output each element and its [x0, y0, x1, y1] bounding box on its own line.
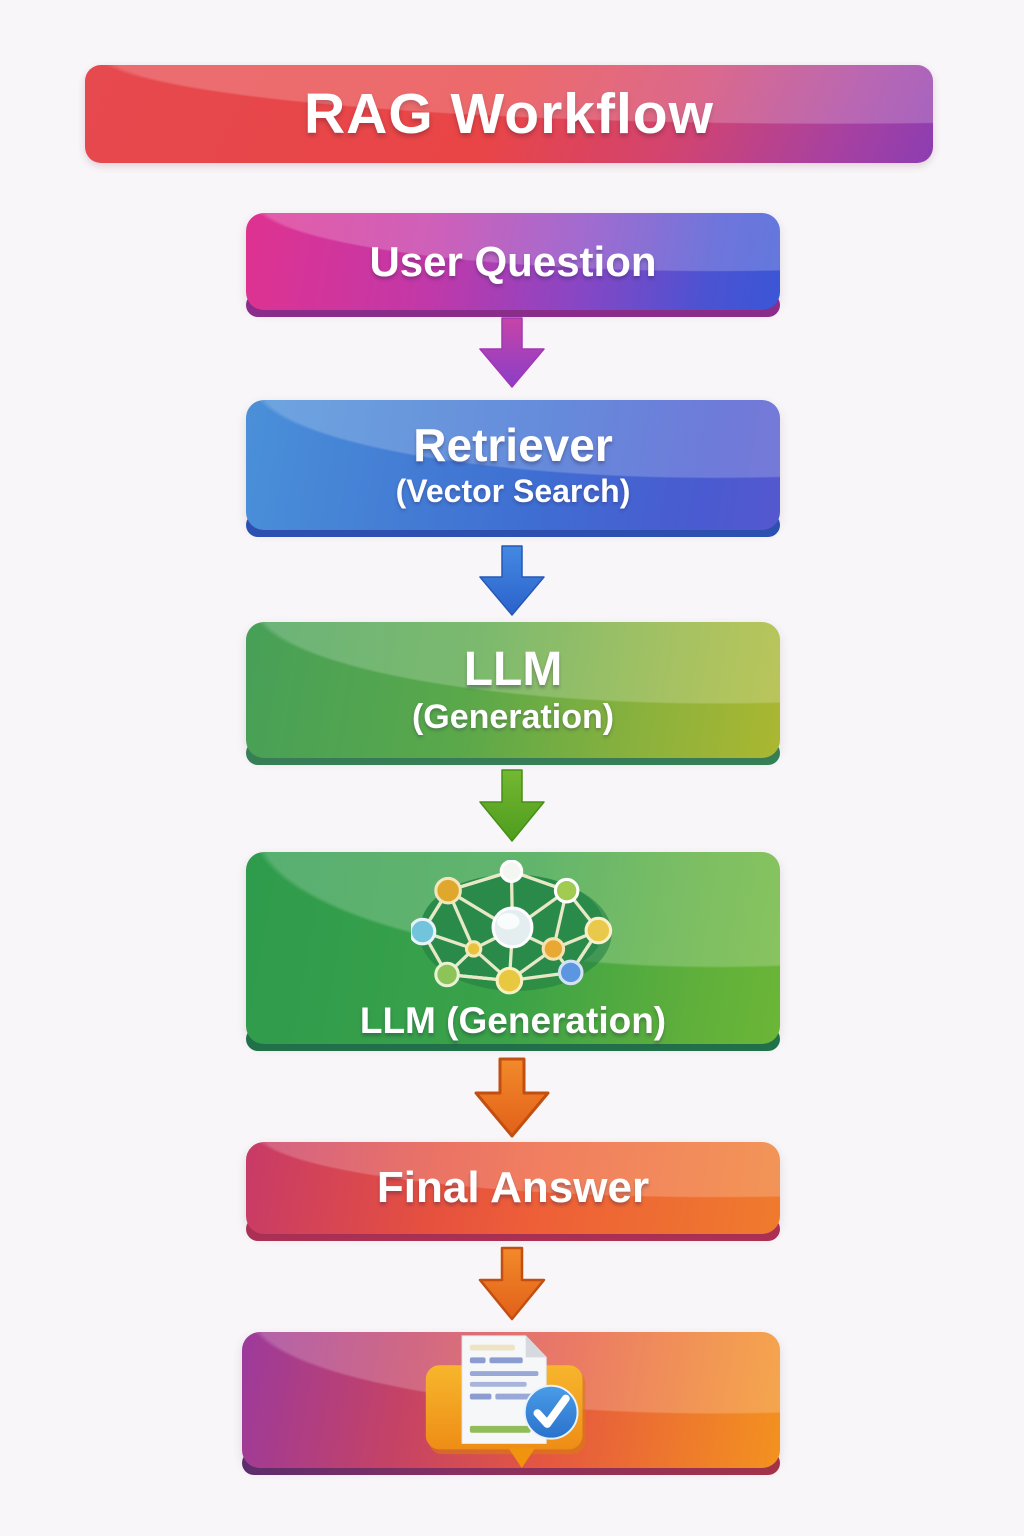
down-arrow-icon: [479, 769, 545, 842]
step-result: [242, 1332, 780, 1475]
step-label: Retriever: [413, 418, 613, 471]
down-arrow-icon: [479, 545, 545, 616]
step-user-question: User Question: [246, 213, 780, 317]
down-arrow-icon: [478, 1246, 546, 1321]
step-llm-generation: LLM (Generation): [246, 852, 780, 1051]
step-retriever: Retriever (Vector Search): [246, 400, 780, 537]
title-banner: RAG Workflow: [85, 65, 933, 163]
document-check-icon: [425, 1335, 586, 1468]
step-label: Final Answer: [376, 1163, 650, 1213]
down-arrow-icon: [474, 1057, 550, 1138]
diagram-title: RAG Workflow: [304, 82, 714, 146]
step-label: User Question: [369, 237, 657, 285]
step-sublabel: (Vector Search): [395, 473, 631, 510]
neural-network-icon: [410, 860, 612, 995]
down-arrow-icon: [479, 317, 545, 388]
step-label: LLM: [463, 642, 563, 696]
step-llm: LLM (Generation): [246, 622, 780, 765]
step-final-answer: Final Answer: [246, 1142, 780, 1241]
step-label: LLM (Generation): [359, 1000, 667, 1042]
step-sublabel: (Generation): [411, 698, 615, 737]
